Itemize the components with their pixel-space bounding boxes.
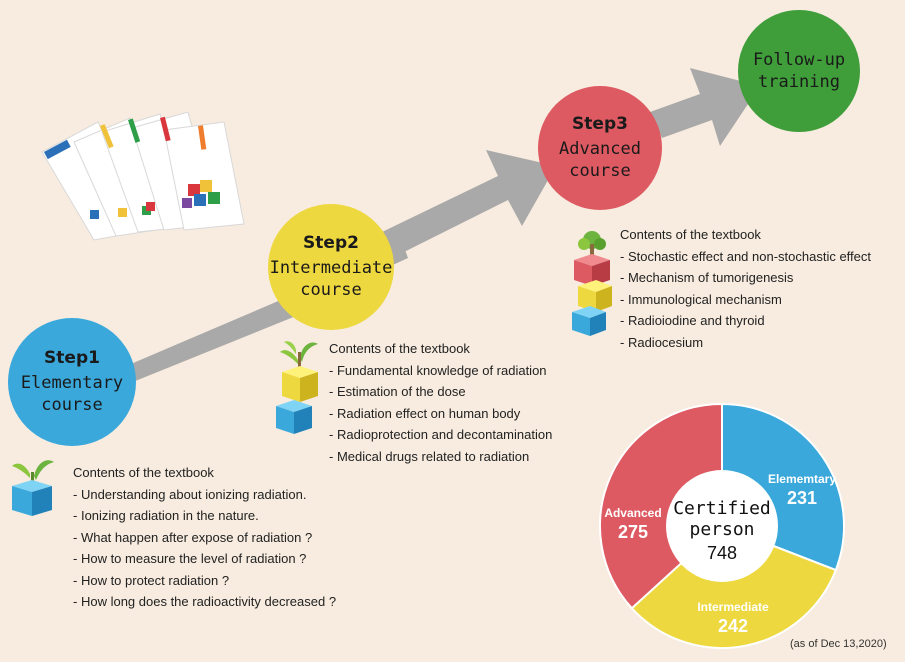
certified-donut-chart bbox=[599, 402, 845, 649]
donut-center bbox=[666, 470, 778, 582]
step2-label: Step2 bbox=[303, 233, 359, 253]
donut-slices bbox=[599, 402, 845, 649]
segment-name: Elememtary bbox=[767, 472, 837, 486]
followup-circle: Follow-up training bbox=[738, 10, 860, 132]
list-item: Medical drugs related to radiation bbox=[329, 446, 552, 468]
step2-cube-icon bbox=[276, 341, 318, 434]
step3-course: Advanced course bbox=[559, 139, 641, 181]
segment-label-elementary: Elememtary 231 bbox=[764, 472, 840, 509]
followup-label: Follow-up training bbox=[752, 50, 846, 92]
list-item: How long does the radioactivity decrease… bbox=[73, 591, 336, 613]
textbook-illustration bbox=[41, 112, 245, 241]
step1-circle: Step1 Elementary course bbox=[8, 318, 136, 446]
list-item: What happen after expose of radiation ? bbox=[73, 527, 336, 549]
list-item: Stochastic effect and non-stochastic eff… bbox=[620, 246, 871, 268]
center-title-line2: person bbox=[689, 519, 755, 540]
list-item: Radiation effect on human body bbox=[329, 403, 552, 425]
arrow-head-2 bbox=[650, 68, 760, 146]
list-item: How to protect radiation ? bbox=[73, 570, 336, 592]
segment-label-advanced: Advanced 275 bbox=[598, 506, 668, 543]
step2-contents-list: Fundamental knowledge of radiation Estim… bbox=[329, 360, 552, 468]
step2-contents: Contents of the textbook Fundamental kno… bbox=[329, 338, 552, 467]
segment-value: 242 bbox=[717, 616, 749, 636]
list-item: Immunological mechanism bbox=[620, 289, 871, 311]
step1-contents-list: Understanding about ionizing radiation. … bbox=[73, 484, 336, 613]
step1-contents-title: Contents of the textbook bbox=[73, 465, 214, 480]
step2-course: Intermediate course bbox=[269, 258, 393, 300]
list-item: Estimation of the dose bbox=[329, 381, 552, 403]
step3-contents-title: Contents of the textbook bbox=[620, 227, 761, 242]
center-total: 748 bbox=[706, 543, 738, 563]
list-item: Radiocesium bbox=[620, 332, 871, 354]
step2-contents-title: Contents of the textbook bbox=[329, 341, 470, 356]
step3-contents-list: Stochastic effect and non-stochastic eff… bbox=[620, 246, 871, 354]
step1-label: Step1 bbox=[44, 348, 100, 368]
segment-name: Intermediate bbox=[697, 600, 769, 614]
step3-contents: Contents of the textbook Stochastic effe… bbox=[620, 224, 871, 353]
segment-value: 275 bbox=[617, 522, 649, 542]
list-item: Understanding about ionizing radiation. bbox=[73, 484, 336, 506]
list-item: Mechanism of tumorigenesis bbox=[620, 267, 871, 289]
step3-label: Step3 bbox=[572, 114, 628, 134]
segment-label-intermediate: Intermediate 242 bbox=[690, 600, 776, 637]
segment-value: 231 bbox=[786, 488, 818, 508]
step3-circle: Step3 Advanced course bbox=[538, 86, 662, 210]
arrow-head-1 bbox=[378, 150, 556, 260]
as-of-note: (as of Dec 13,2020) bbox=[790, 638, 887, 650]
step3-cube-icon bbox=[572, 231, 612, 336]
arrow-segment-1 bbox=[112, 296, 296, 388]
center-title-line1: Certified bbox=[673, 498, 771, 519]
list-item: Fundamental knowledge of radiation bbox=[329, 360, 552, 382]
list-item: How to measure the level of radiation ? bbox=[73, 548, 336, 570]
list-item: Radioiodine and thyroid bbox=[620, 310, 871, 332]
step2-circle: Step2 Intermediate course bbox=[268, 204, 394, 330]
list-item: Radioprotection and decontamination bbox=[329, 424, 552, 446]
list-item: Ionizing radiation in the nature. bbox=[73, 505, 336, 527]
donut-center-text: Certified person 748 bbox=[662, 498, 782, 564]
step1-contents: Contents of the textbook Understanding a… bbox=[73, 462, 336, 613]
step1-cube-icon bbox=[12, 460, 54, 516]
slice-intermediate bbox=[630, 524, 838, 649]
segment-name: Advanced bbox=[604, 506, 662, 520]
slice-advanced bbox=[599, 402, 723, 610]
step1-course: Elementary course bbox=[20, 373, 124, 415]
textbook-stack bbox=[41, 112, 245, 241]
